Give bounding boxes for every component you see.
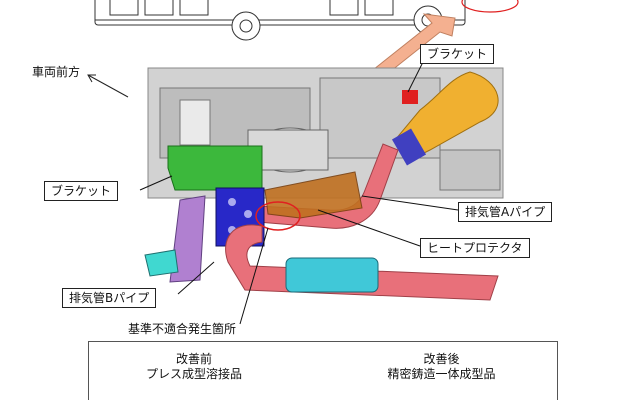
after-title: 改善後 [423, 352, 460, 366]
after-column: 改善後 精密鋳造一体成型品 [324, 352, 559, 382]
heat-protector-label: ヒートプロテクタ [420, 238, 530, 258]
comparison-table: 改善前 プレス成型溶接品 改善後 精密鋳造一体成型品 [88, 341, 558, 400]
leader-lines [139, 59, 459, 325]
bus-outline [94, 0, 466, 41]
exhaust-b-label: 排気管Bパイプ [62, 288, 157, 308]
bus-callout-circle [461, 0, 519, 13]
catalytic-converter [285, 257, 379, 293]
vehicle-front-label: 車両前方 [32, 65, 81, 79]
before-title: 改善前 [175, 352, 212, 366]
exhaust-a-label: 排気管Aパイプ [458, 202, 553, 222]
bracket-top-part [402, 90, 418, 104]
after-description: 精密鋳造一体成型品 [387, 367, 496, 381]
nonconformance-circle [255, 201, 301, 231]
heat-protector-part [264, 171, 363, 219]
bracket-top-label: ブラケット [420, 44, 495, 64]
before-description: プレス成型溶接品 [145, 367, 242, 381]
before-column: 改善前 プレス成型溶接品 [89, 352, 299, 382]
bracket-left-label: ブラケット [44, 181, 119, 201]
vehicle-front-arrow [87, 74, 129, 98]
nonconformance-label: 基準不適合発生箇所 [128, 322, 237, 336]
cyan-fitting [144, 249, 179, 277]
